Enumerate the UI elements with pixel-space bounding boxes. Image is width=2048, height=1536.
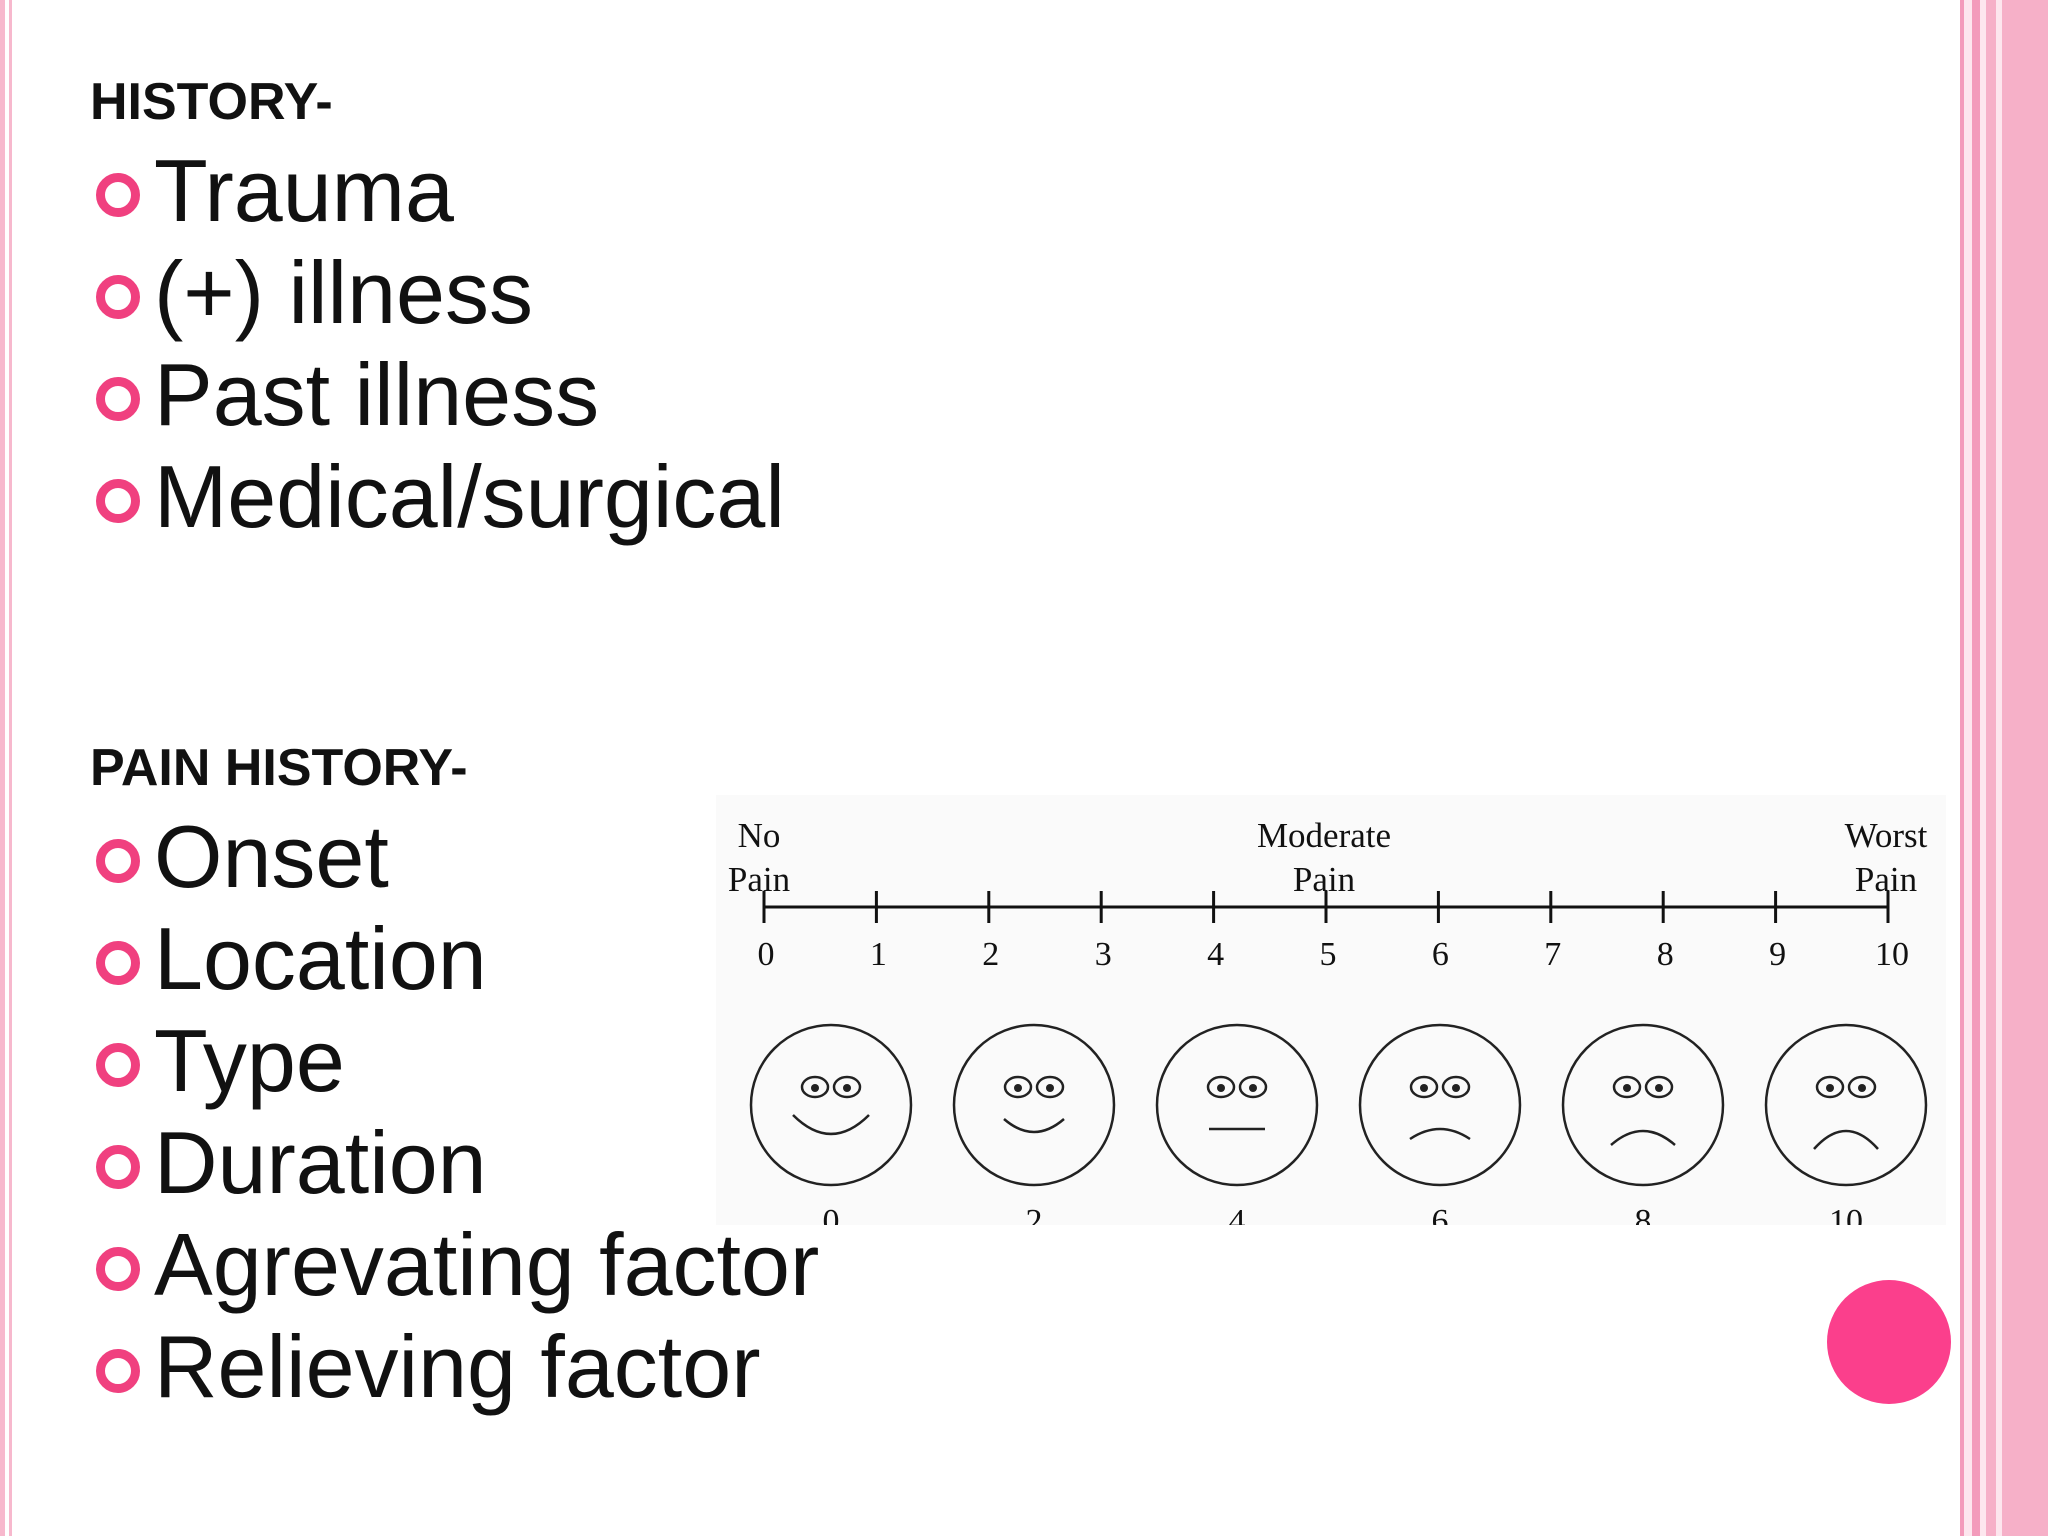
anchor-label-no-pain: Pain [728,860,790,899]
ring-bullet-icon [96,1043,140,1087]
list-item-text: Trauma [154,141,454,240]
scale-tick-label: 1 [870,936,887,973]
list-item: Duration [96,1112,819,1214]
face-score-label: 8 [1635,1203,1652,1225]
list-item-text: Medical/surgical [154,447,785,546]
list-item: (+) illness [96,242,785,344]
face-score-label: 0 [823,1203,840,1225]
left-border-inner [9,0,12,1536]
list-item-text: Past illness [154,345,600,444]
list-item: Trauma [96,140,785,242]
right-border-stripe [1964,0,1972,1536]
left-border-outer [0,0,5,1536]
ring-bullet-icon [96,1247,140,1291]
anchor-label-worst: Worst [1845,816,1928,855]
history-list: Trauma (+) illness Past illness Medical/… [96,140,785,548]
list-item: Agrevating factor [96,1214,819,1316]
anchor-label-worst-pain: Pain [1855,860,1917,899]
right-border-stripe [1960,0,1964,1536]
pain-face-icon [749,1023,913,1187]
list-item: Past illness [96,344,785,446]
pain-face-icon [1561,1023,1725,1187]
pain-face-icon [1764,1023,1928,1187]
list-item-text: (+) illness [154,243,533,342]
right-border-stripe [1996,0,2002,1536]
scale-tick-label: 3 [1095,936,1112,973]
pain-history-list: Onset Location Type Duration Agrevating … [96,806,819,1418]
history-heading: HISTORY- [90,73,333,131]
right-border-stripe [2002,0,2048,1536]
right-border-stripe [1986,0,1996,1536]
anchor-label-moderate-pain: Pain [1293,860,1355,899]
right-border-stripe [1980,0,1986,1536]
list-item: Medical/surgical [96,446,785,548]
right-border-stripe [1972,0,1980,1536]
ring-bullet-icon [96,173,140,217]
list-item-text: Relieving factor [154,1317,761,1416]
list-item-text: Type [154,1011,345,1110]
ring-bullet-icon [96,839,140,883]
pain-scale-graphic: No Pain Moderate Pain Worst Pain 0 1 2 3 4 5 6… [728,816,1928,1240]
pain-face-icon [1358,1023,1522,1187]
pain-face-icon [1155,1023,1319,1187]
list-item: Type [96,1010,819,1112]
scale-tick-label: 7 [1544,936,1561,973]
list-item-text: Location [154,909,487,1008]
pain-rating-scale-figure: No Pain Moderate Pain Worst Pain 0 1 2 3 4 5 6… [716,795,1946,1240]
scale-tick-label: 6 [1432,936,1449,973]
ring-bullet-icon [96,479,140,523]
scale-tick-label: 10 [1875,936,1909,973]
list-item: Location [96,908,819,1010]
scale-tick-label: 5 [1320,936,1337,973]
faces-row: 0 2 4 6 8 10 [749,1023,1928,1240]
anchor-label-no: No [738,816,781,855]
anchor-label-moderate: Moderate [1257,816,1391,855]
list-item-text: Agrevating factor [154,1215,820,1314]
scale-ticks: 0 1 2 3 4 5 6 7 8 9 10 [758,891,1909,973]
ring-bullet-icon [96,377,140,421]
ring-bullet-icon [96,941,140,985]
face-score-label: 6 [1432,1203,1449,1225]
face-score-label: 2 [1026,1203,1043,1225]
pain-history-heading: PAIN HISTORY- [90,739,468,797]
scale-tick-label: 2 [982,936,999,973]
scale-tick-label: 8 [1657,936,1674,973]
ring-bullet-icon [96,1145,140,1189]
ring-bullet-icon [96,1349,140,1393]
pain-face-icon [952,1023,1116,1187]
list-item-text: Onset [154,807,389,906]
ring-bullet-icon [96,275,140,319]
scale-tick-label: 4 [1207,936,1224,973]
face-score-label: 10 [1829,1203,1863,1225]
decorative-pink-dot [1827,1280,1951,1404]
face-score-label: 4 [1229,1203,1246,1225]
scale-tick-label: 9 [1769,936,1786,973]
list-item-text: Duration [154,1113,487,1212]
scale-tick-label: 0 [758,936,775,973]
list-item: Relieving factor [96,1316,819,1418]
list-item: Onset [96,806,819,908]
